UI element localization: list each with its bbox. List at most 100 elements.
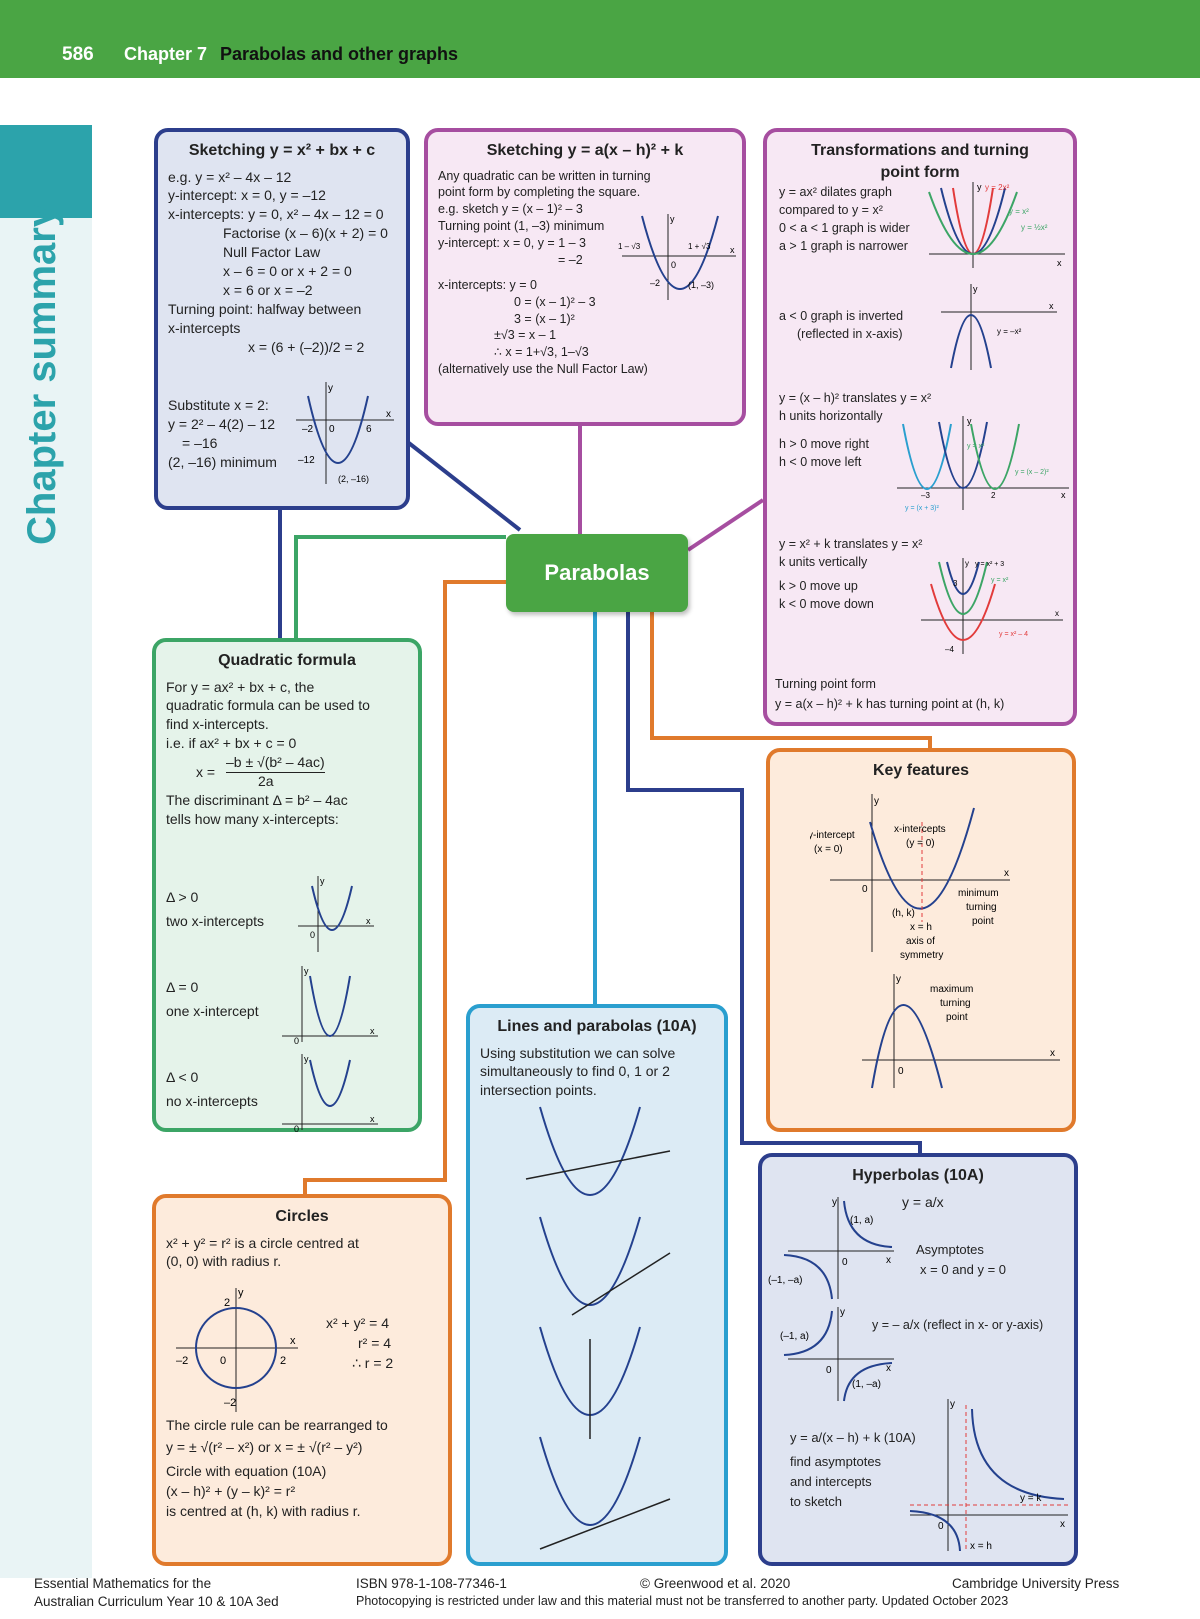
text-line: y = (x – h)² translates y = x² — [779, 391, 932, 405]
tick-label: 1 – √3 — [618, 242, 641, 251]
label: minimum — [958, 888, 999, 899]
text-line: The discriminant Δ = b² – 4ac — [166, 792, 348, 809]
sketching-turning-box: Sketching y = a(x – h)² + k Any quadrati… — [424, 128, 746, 426]
vertical-translation-graph: y x y = x² + 3 y = x² y = x² – 4 –4 3 — [921, 558, 1063, 654]
reflected-hyperbola-graph: y x 0 (–1, a) (1, –a) — [780, 1307, 894, 1402]
series-label: y = x² — [967, 443, 985, 450]
tick-label: 0 — [826, 1365, 832, 1376]
text-line: and intercepts — [790, 1474, 872, 1489]
text-line: For y = ax² + bx + c, the — [166, 678, 315, 695]
axis-label: x — [1050, 1048, 1055, 1059]
tick-label: –2 — [302, 424, 314, 435]
axis-label: x — [366, 916, 371, 926]
text-line: Circle with equation (10A) — [166, 1463, 327, 1479]
text-line: k > 0 move up — [779, 579, 858, 593]
label: point — [972, 916, 994, 927]
discriminant-negative-graph: y x 0 — [282, 1054, 378, 1132]
text-line: = –16 — [182, 435, 218, 451]
circle-graph: y x –2 2 2 –2 0 — [176, 1287, 298, 1412]
max-turning-point-graph: y x 0 maximum turning point — [862, 974, 1060, 1089]
equation: y = – a/x (reflect in x- or y-axis) — [872, 1318, 1044, 1332]
hyperbolas-title: Hyperbolas (10A) — [852, 1167, 984, 1184]
case-condition: Δ < 0 — [166, 1069, 199, 1085]
text-line: (reflected in x-axis) — [797, 327, 903, 341]
tick-label: 0 — [220, 1355, 226, 1367]
equation: y = a/(x – h) + k (10A) — [790, 1430, 916, 1445]
translated-hyperbola-graph: y x 0 y = k x = h — [909, 1399, 1068, 1552]
text-line: x² + y² = 4 — [326, 1315, 390, 1331]
tick-label: 1 + √3 — [688, 242, 711, 251]
text-line: tells how many x-intercepts: — [166, 811, 339, 828]
tick-label: 0 — [898, 1066, 904, 1077]
text-line: x-intercepts: y = 0 — [438, 277, 537, 292]
footer-book-title: Essential Mathematics for the — [34, 1576, 212, 1591]
point-label: (2, –16) — [338, 474, 369, 484]
text-line: The circle rule can be rearranged to — [166, 1417, 388, 1433]
axis-label: y — [320, 876, 325, 886]
text-line: (x – h)² + (y – k)² = r² — [166, 1483, 296, 1499]
text-line: y = a(x – h)² + k has turning point at (… — [775, 697, 1005, 711]
label: (h, k) — [892, 908, 915, 919]
series-label: y = x² — [1009, 207, 1029, 216]
text-line: x = 6 or x = –2 — [223, 281, 313, 298]
lines-parabolas-box: Lines and parabolas (10A) Using substitu… — [466, 1004, 728, 1566]
label: (y = 0) — [906, 838, 935, 849]
text-line: y-intercept: x = 0, y = 1 – 3 — [438, 236, 586, 251]
text-line: compared to y = x² — [779, 203, 883, 217]
circles-title: Circles — [275, 1208, 329, 1225]
series-label: y = 2x² — [985, 183, 1010, 192]
footer-notice: Photocopying is restricted under law and… — [356, 1594, 1009, 1608]
axis-label: y — [973, 284, 978, 294]
axis-label: y — [304, 966, 309, 976]
point-label: (1, a) — [850, 1215, 873, 1226]
tick-label: –2 — [224, 1397, 236, 1409]
axis-label: x — [1057, 258, 1062, 268]
case-text: no x-intercepts — [166, 1093, 258, 1109]
tick-label: 2 — [991, 491, 996, 500]
discriminant-positive-graph: y x 0 — [298, 876, 374, 952]
text-line: Turning point (1, –3) minimum — [438, 219, 605, 234]
axis-label: y — [238, 1287, 244, 1299]
side-strip — [0, 218, 92, 1578]
text-line: Substitute x = 2: — [168, 397, 269, 413]
quadratic-formula-box: Quadratic formula For y = ax² + bx + c, … — [152, 638, 422, 1132]
reflection-graph: y x y = –x² — [941, 284, 1057, 370]
asymptote-label: y = k — [1020, 1493, 1042, 1504]
label: symmetry — [900, 950, 943, 961]
label: point — [946, 1012, 968, 1023]
asymptote-label: x = h — [970, 1541, 992, 1552]
tick-label: 0 — [938, 1521, 944, 1532]
text-line: Asymptotes — [916, 1242, 984, 1257]
header-bar: 586 Chapter 7 Parabolas and other graphs — [0, 0, 1200, 78]
equation: y = a/x — [902, 1194, 944, 1210]
circles-box: Circles x² + y² = r² is a circle centred… — [152, 1194, 452, 1566]
lines-parabolas-title: Lines and parabolas (10A) — [497, 1018, 697, 1035]
axis-label: y — [328, 383, 333, 394]
text-line: ∴ x = 1+√3, 1–√3 — [494, 345, 589, 360]
label: (x = 0) — [814, 844, 843, 855]
series-label: y = (x – 2)² — [1015, 469, 1049, 476]
text-line: (alternatively use the Null Factor Law) — [438, 362, 648, 377]
tick-label: 2 — [280, 1355, 286, 1367]
chapter-label: Chapter 7 — [124, 44, 208, 64]
footer-publisher: Cambridge University Press — [952, 1576, 1120, 1591]
series-label: y = x² — [991, 577, 1009, 584]
label: maximum — [930, 984, 973, 995]
point-label: (1, –a) — [852, 1379, 881, 1390]
text-line: (2, –16) minimum — [168, 454, 277, 470]
text-line: x = 0 and y = 0 — [920, 1262, 1007, 1277]
label: axis of — [906, 936, 935, 947]
formula-lhs: x = — [196, 764, 216, 781]
transformations-box: Transformations and turning point form y… — [763, 128, 1077, 726]
text-line: h units horizontally — [779, 409, 883, 423]
hyperbolas-box: Hyperbolas (10A) y = a/x y x 0 (1, a) (–… — [758, 1153, 1078, 1566]
axis-label: x — [1060, 1519, 1065, 1530]
axis-label: y — [967, 416, 972, 426]
text-line: point form by completing the square. — [438, 185, 641, 200]
axis-label: y — [896, 974, 901, 985]
axis-label: y — [832, 1197, 837, 1208]
transformations-title: Transformations and turning point form — [811, 142, 1029, 181]
point-label: (–1, –a) — [768, 1275, 802, 1286]
text-line: e.g. y = x² – 4x – 12 — [168, 168, 292, 185]
